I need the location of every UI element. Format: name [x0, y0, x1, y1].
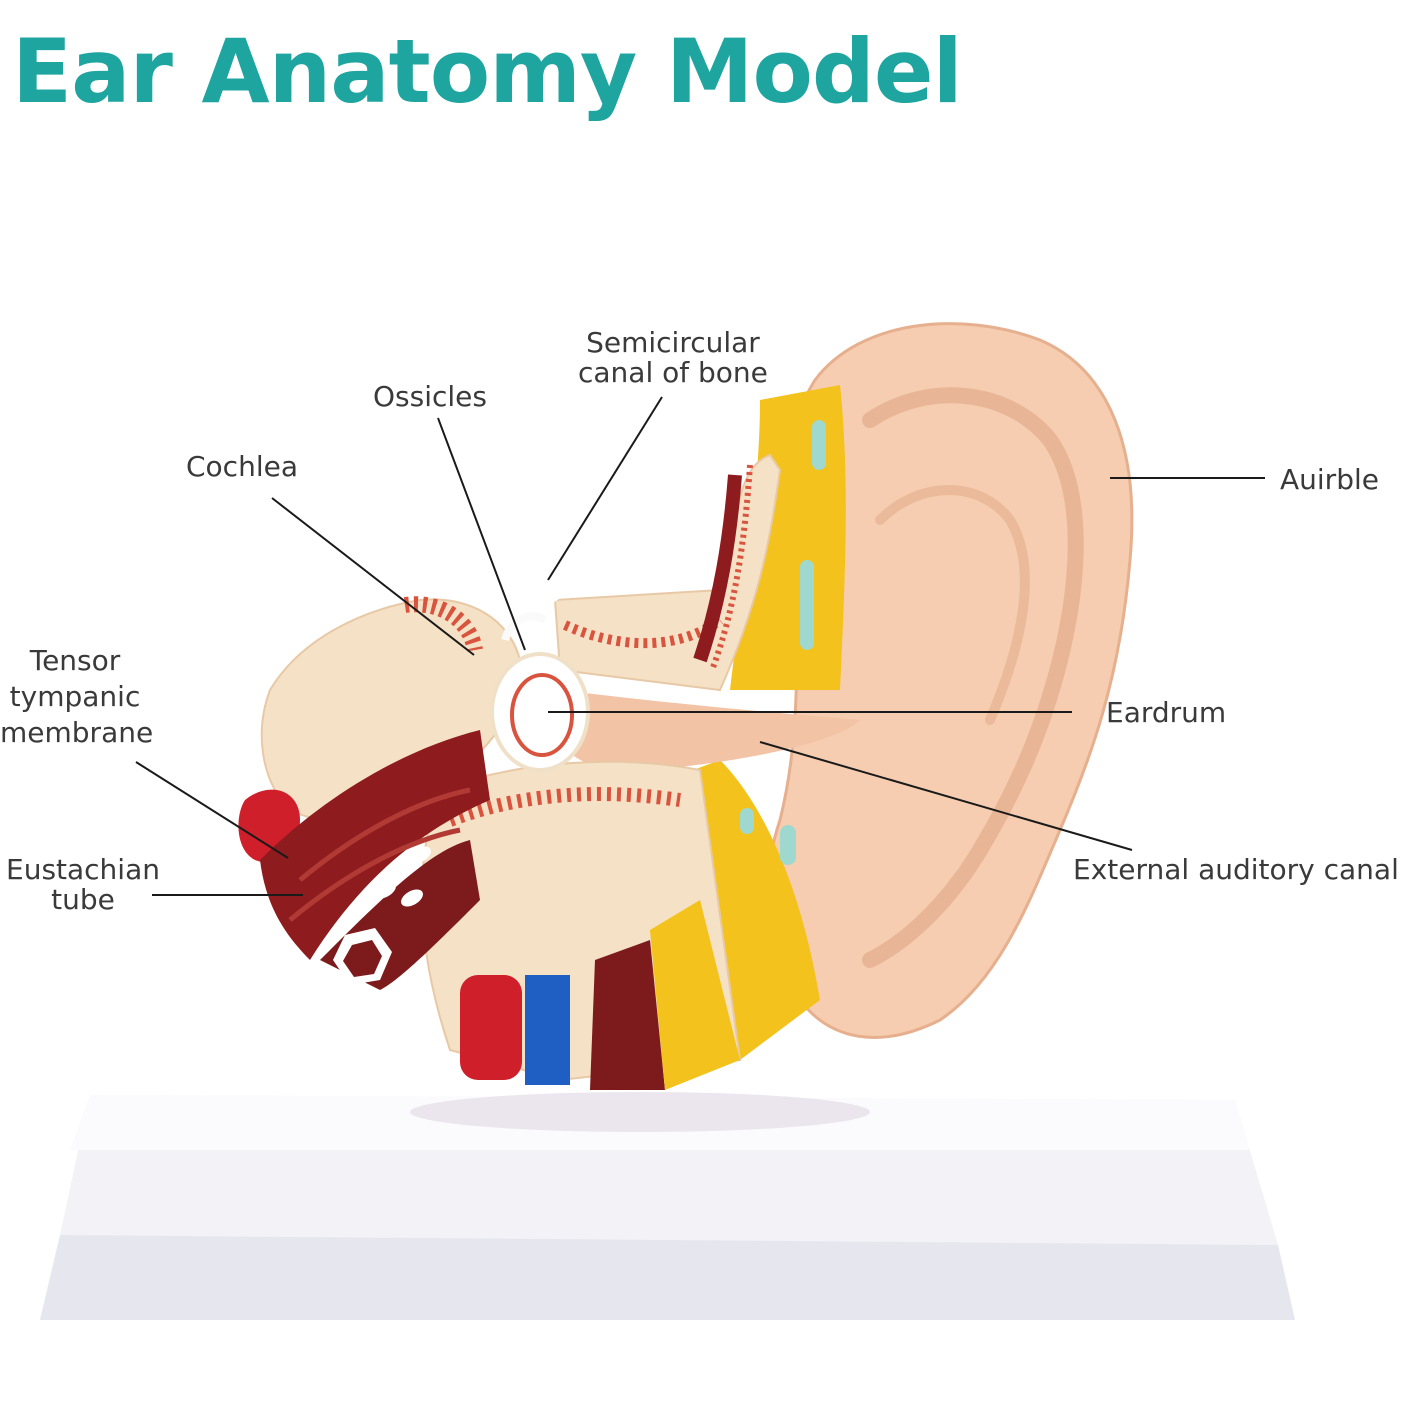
leader-lines [135, 396, 1265, 896]
eardrum-shape [490, 565, 590, 772]
leader-line-semicircular [547, 396, 663, 581]
label-eustachian-line2: tube [51, 883, 115, 916]
page-title: Ear Anatomy Model [12, 20, 963, 123]
leader-line-tensor [135, 761, 289, 859]
label-external-auditory-canal: External auditory canal [1073, 853, 1399, 886]
label-eustachian-line1: Eustachian [6, 853, 160, 886]
label-tensor-line1: Tensor [29, 644, 121, 677]
auricle-shape [765, 322, 1134, 1039]
label-semicircular-canal: Semicircular canal of bone [578, 328, 768, 388]
model-base [40, 1092, 1295, 1320]
label-auricle: Auirble [1280, 463, 1379, 496]
middle-ear-structures [238, 596, 522, 990]
label-tensor-line2: tympanic [9, 680, 141, 713]
label-tensor-tympanic-membrane: Tensor tympanic membrane [0, 644, 154, 749]
leader-line-external-canal [759, 741, 1133, 851]
temporal-bone-upper [553, 453, 782, 692]
leader-line-cochlea [271, 497, 475, 656]
label-cochlea: Cochlea [186, 450, 298, 483]
temporal-bone-lower [420, 760, 742, 1090]
label-semicircular-line2: canal of bone [578, 356, 768, 389]
label-tensor-line3: membrane [0, 716, 154, 749]
label-semicircular-line1: Semicircular [586, 326, 760, 359]
label-ossicles: Ossicles [373, 380, 487, 413]
leader-line-ossicles [437, 417, 526, 651]
label-eustachian-tube: Eustachian tube [4, 855, 162, 915]
label-eardrum: Eardrum [1106, 696, 1227, 729]
ear-canal-shape [560, 690, 860, 771]
